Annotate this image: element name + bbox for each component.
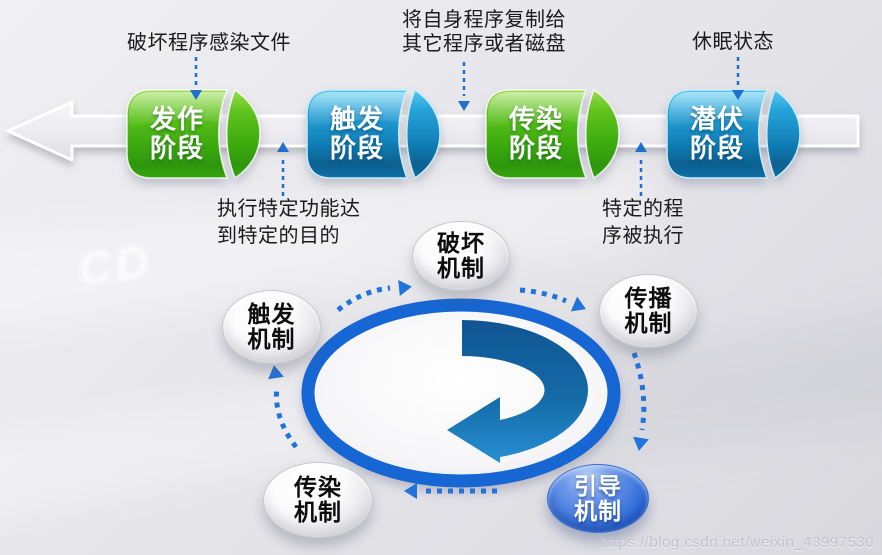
node-label-line: 机制 xyxy=(294,499,342,525)
node-label-line: 触发 xyxy=(247,301,296,327)
stage-label-line: 阶段 xyxy=(689,133,744,163)
annotation-line: 序被执行 xyxy=(602,225,684,247)
ribbon-stage-4-latent xyxy=(666,88,801,180)
node-label-line: 传播 xyxy=(624,285,673,311)
node-label-line: 传染 xyxy=(294,474,342,500)
arc-trigger-to-damage xyxy=(336,285,391,312)
node-label-line: 机制 xyxy=(574,497,622,524)
stage-label-outbreak: 发作 阶段 xyxy=(123,105,231,163)
ribbon-stage-1-outbreak xyxy=(126,88,261,180)
cycle-arcs xyxy=(273,285,647,494)
node-label-line: 机制 xyxy=(437,255,485,281)
stage-label-line: 潜伏 xyxy=(689,104,744,134)
node-spread-mechanism: 传播 机制 xyxy=(599,274,698,348)
arc-damage-to-spread xyxy=(519,287,568,304)
annotation-line: 到特定的目的 xyxy=(217,225,340,247)
annotation-line: 执行特定功能达 xyxy=(217,198,361,220)
annotation-line: 其它程序或者磁盘 xyxy=(402,33,566,55)
stage-label-trigger: 触发 阶段 xyxy=(303,105,411,163)
stage-label-infection: 传染 阶段 xyxy=(482,105,590,163)
ribbon-stage-3-infection xyxy=(485,88,620,180)
stage-label-line: 传染 xyxy=(508,104,563,134)
csdn-watermark: https://blog.csdn.net/weixin_43997530 xyxy=(600,534,874,551)
stage-label-line: 阶段 xyxy=(329,133,384,163)
node-trigger-mechanism: 触发 机制 xyxy=(222,290,321,364)
annotation-damage-infect-files: 破坏程序感染文件 xyxy=(127,32,291,54)
stage-label-line: 发作 xyxy=(149,104,204,134)
annotation-specific-program: 特定的程 序被执行 xyxy=(602,196,684,250)
cycle-swirl-arrow xyxy=(447,320,589,463)
node-label-line: 破坏 xyxy=(437,230,485,256)
node-label-line: 引导 xyxy=(574,472,622,499)
stage-label-line: 触发 xyxy=(329,104,384,134)
node-infect-mechanism: 传染 机制 xyxy=(263,462,373,538)
ribbon-stage-2-trigger xyxy=(306,88,441,180)
stage-label-latent: 潜伏 阶段 xyxy=(663,105,771,163)
annotation-line: 特定的程 xyxy=(602,198,684,220)
stage-label-line: 阶段 xyxy=(149,133,204,163)
annotation-arrowheads xyxy=(190,90,744,152)
stage-label-line: 阶段 xyxy=(508,133,563,163)
node-label-line: 机制 xyxy=(624,310,673,336)
annotation-connectors xyxy=(194,57,740,196)
cycle-arc-arrowheads xyxy=(268,280,649,499)
annotation-copy-program: 将自身程序复制给 其它程序或者磁盘 xyxy=(402,8,566,56)
arc-spread-to-boot xyxy=(631,352,647,431)
annotation-execute-function: 执行特定功能达 到特定的目的 xyxy=(217,196,361,250)
annotation-dormant-state: 休眠状态 xyxy=(692,31,774,53)
node-damage-mechanism: 破坏 机制 xyxy=(412,221,510,291)
annotation-line: 将自身程序复制给 xyxy=(402,9,566,31)
node-label-line: 机制 xyxy=(247,326,296,352)
arc-infect-to-trigger xyxy=(273,385,298,449)
node-boot-mechanism: 引导 机制 xyxy=(547,464,649,533)
